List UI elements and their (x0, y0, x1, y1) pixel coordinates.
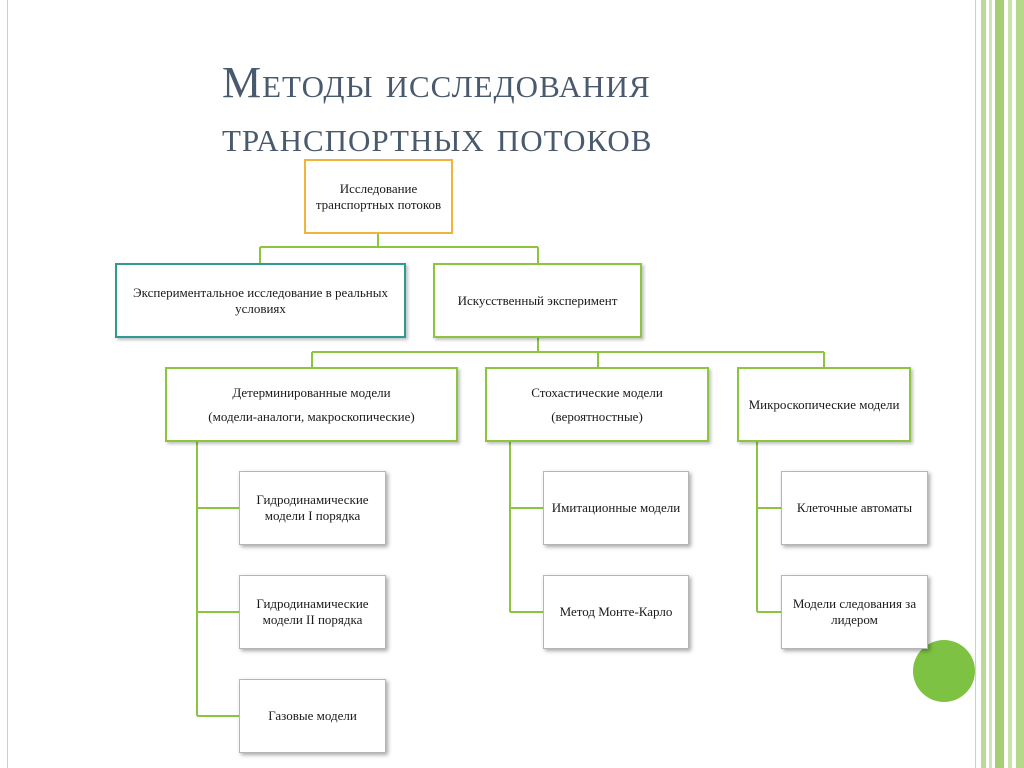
leaf-node-label: Гидродинамические модели I порядка (256, 492, 369, 523)
leaf-node: Гидродинамические модели I порядка (239, 471, 386, 545)
leaf-node-label: Метод Монте-Карло (559, 604, 673, 619)
stochastic-node-label: Стохастические модели (531, 384, 663, 400)
decorative-stripe (1008, 0, 1012, 768)
leaf-node: Клеточные автоматы (781, 471, 928, 545)
leaf-node: Гидродинамические модели II порядка (239, 575, 386, 649)
deterministic-node: Детерминированные модели (модели-аналоги… (165, 367, 458, 442)
accent-circle (913, 640, 975, 702)
decorative-stripe (989, 0, 992, 768)
microscopic-node-label: Микроскопические модели (748, 396, 900, 412)
root-node: Исследование транспортных потоков (304, 159, 453, 234)
leaf-node-label: Газовые модели (268, 708, 357, 723)
leaf-node-label: Модели следования за лидером (792, 596, 917, 627)
decorative-stripe (995, 0, 1004, 768)
leaf-node: Модели следования за лидером (781, 575, 928, 649)
slide-title: Методы исследования транспортных потоков (222, 56, 782, 164)
deterministic-node-sublabel: (модели-аналоги, макроскопические) (208, 408, 415, 424)
stochastic-node-sublabel: (вероятностные) (551, 408, 643, 424)
deterministic-node-label: Детерминированные модели (232, 384, 391, 400)
title-line-2: транспортных потоков (222, 112, 653, 161)
artificial-node: Искусственный эксперимент (433, 263, 642, 338)
artificial-node-label: Искусственный эксперимент (457, 292, 618, 308)
title-line-1: Методы исследования (222, 58, 651, 107)
leaf-node-label: Имитационные модели (551, 500, 681, 515)
slide-frame (7, 0, 976, 768)
leaf-node-label: Гидродинамические модели II порядка (256, 596, 369, 627)
decorative-stripe (981, 0, 986, 768)
leaf-node: Имитационные модели (543, 471, 689, 545)
decorative-stripe (1016, 0, 1024, 768)
stochastic-node: Стохастические модели (вероятностные) (485, 367, 709, 442)
leaf-node: Метод Монте-Карло (543, 575, 689, 649)
experimental-node-label: Экспериментальное исследование в реальны… (133, 284, 388, 316)
root-node-label: Исследование транспортных потоков (315, 180, 442, 212)
experimental-node: Экспериментальное исследование в реальны… (115, 263, 406, 338)
microscopic-node: Микроскопические модели (737, 367, 911, 442)
leaf-node-label: Клеточные автоматы (796, 500, 913, 515)
leaf-node: Газовые модели (239, 679, 386, 753)
